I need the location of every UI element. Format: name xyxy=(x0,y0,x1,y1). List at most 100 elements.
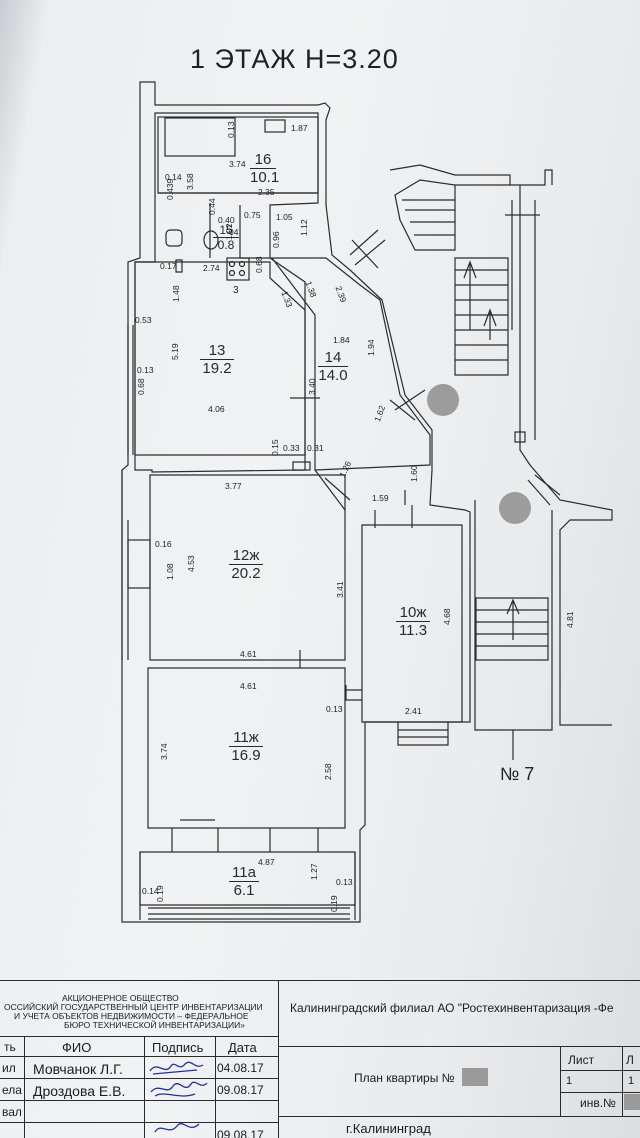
dim-label: 0.13 xyxy=(326,704,343,714)
sheet-label: Лист xyxy=(568,1053,595,1067)
row3-date: 09.08.17 xyxy=(217,1128,264,1138)
dim-label: 3.40 xyxy=(307,378,317,395)
dim-label: 0.75 xyxy=(244,210,261,220)
dim-label: 1.60 xyxy=(409,465,419,482)
dim-label: 1.48 xyxy=(171,285,181,302)
room11-wall xyxy=(147,667,346,829)
window-left xyxy=(127,539,151,589)
bath-fixture xyxy=(164,117,236,157)
city-label: г.Калининград xyxy=(346,1121,431,1136)
dim-label: 5.19 xyxy=(170,343,180,360)
row1-role: ил xyxy=(2,1061,16,1075)
grey-marker-1 xyxy=(427,384,459,416)
row2-name: Дроздова Е.В. xyxy=(33,1083,126,1099)
dim-label: 0.68 xyxy=(136,378,146,395)
dim-label: 1.94 xyxy=(366,339,376,356)
stair-lower xyxy=(475,597,549,661)
dim-label: 3.41 xyxy=(335,581,345,598)
dim-label: 0.33 xyxy=(283,443,300,453)
row2-role: ела xyxy=(2,1083,22,1097)
dim-label: 1.12 xyxy=(299,219,309,236)
org-line-4: БЮРО ТЕХНИЧЕСКОЙ ИНВЕНТАРИЗАЦИИ» xyxy=(64,1020,245,1030)
dim-label: 1.84 xyxy=(333,335,350,345)
dim-label: 3.77 xyxy=(225,481,242,491)
row2-date: 09.08.17 xyxy=(217,1083,264,1097)
dim-label: 0.44 xyxy=(207,198,217,215)
staircase-wall xyxy=(389,164,613,726)
floor-plan-drawing xyxy=(121,81,613,923)
dim-label: 1.27 xyxy=(309,863,319,880)
dim-label: 0.19 xyxy=(329,895,339,912)
room12-wall xyxy=(149,474,346,661)
sheets-value: 1 xyxy=(628,1075,635,1087)
dim-label: 2.41 xyxy=(405,706,422,716)
dim-label: 0.15 xyxy=(270,439,280,456)
dim-label: 2.58 xyxy=(323,763,333,780)
plan-label: План квартиры № xyxy=(354,1071,455,1085)
floor-title: 1 ЭТАЖ H=3.20 xyxy=(190,44,399,74)
room14-wall xyxy=(270,257,431,471)
dim-label: 0.40 xyxy=(218,215,235,225)
signatures xyxy=(149,1061,208,1133)
dim-label: 0.16 xyxy=(155,539,172,549)
dim-label: 4.81 xyxy=(565,611,575,628)
room13-wall xyxy=(134,261,306,456)
header-name: ФИО xyxy=(62,1040,92,1055)
dim-label: 0.13 xyxy=(226,121,236,138)
outer-wall xyxy=(121,81,471,923)
dim-label: 2.74 xyxy=(203,263,220,273)
dim-label: 3.58 xyxy=(185,173,195,190)
sheet-value: 1 xyxy=(566,1075,573,1087)
dim-label: 1.59 xyxy=(372,493,389,503)
grey-marker-2 xyxy=(499,492,531,524)
header-role: ть xyxy=(4,1040,16,1054)
row1-name: Мовчанок Л.Г. xyxy=(33,1061,123,1077)
dim-label: 1.87 xyxy=(291,123,308,133)
redacted-block-2 xyxy=(624,1094,640,1110)
dim-label: 3.74 xyxy=(229,159,246,169)
dim-label: 0.14 xyxy=(142,886,159,896)
sheets-label: Л xyxy=(626,1053,634,1067)
dim-label: 4.61 xyxy=(240,649,257,659)
dim-label: 4.61 xyxy=(240,681,257,691)
dim-label: 0.53 xyxy=(135,315,152,325)
header-date: Дата xyxy=(228,1040,257,1055)
row3-role: вал xyxy=(2,1105,22,1119)
branch-name: Калининградский филиал АО "Ростехинвента… xyxy=(290,1001,614,1015)
title-block: АКЦИОНЕРНОЕ ОБЩЕСТВО ОССИЙСКИЙ ГОСУДАРСТ… xyxy=(0,980,640,1138)
dim-label: 4.68 xyxy=(442,608,452,625)
org-line-2: ОССИЙСКИЙ ГОСУДАРСТВЕННЫЙ ЦЕНТР ИНВЕНТАР… xyxy=(4,1002,263,1012)
dim-label: 4.53 xyxy=(186,555,196,572)
header-signature: Подпись xyxy=(152,1040,204,1055)
room-15-sublabel: 04 xyxy=(229,227,239,237)
redacted-block xyxy=(462,1068,488,1086)
dim-label: 0.13 xyxy=(336,877,353,887)
dim-label: 0.96 xyxy=(271,231,281,248)
dim-label: 2.35 xyxy=(258,187,275,197)
row1-date: 04.08.17 xyxy=(217,1061,264,1075)
dim-label: 0.439 xyxy=(165,178,175,200)
room10-wall xyxy=(361,524,463,723)
dim-label: 0.68 xyxy=(254,256,264,273)
room-3-label: 3 xyxy=(233,285,239,296)
dim-label: 0.31 xyxy=(307,443,324,453)
dim-label: 0.14 xyxy=(165,172,182,182)
dim-label: 0.17 xyxy=(160,261,177,271)
inventory-label: инв.№ xyxy=(580,1096,616,1110)
dim-label: 4.87 xyxy=(258,857,275,867)
dim-label: 1.05 xyxy=(276,212,293,222)
dim-label: 0.19 xyxy=(155,885,165,902)
org-line-3: И УЧЕТА ОБЪЕКТОВ НЕДВИЖИМОСТИ – ФЕДЕРАЛЬ… xyxy=(14,1011,249,1021)
dim-label: 1.02 xyxy=(224,223,234,240)
dim-label: 1.08 xyxy=(165,563,175,580)
dim-label: 0.13 xyxy=(137,365,154,375)
stair-upper xyxy=(454,257,509,376)
dim-label: 3.74 xyxy=(159,743,169,760)
